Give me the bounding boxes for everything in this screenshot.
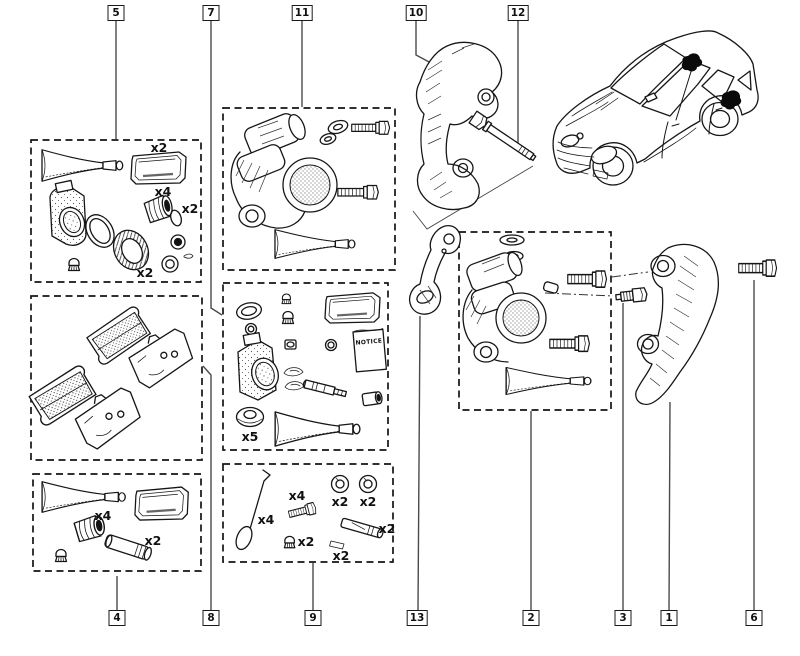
bushing <box>361 391 383 407</box>
handbrake-lever-arm <box>408 225 461 315</box>
sleeve <box>340 517 384 539</box>
qty-label: x4 <box>95 508 112 523</box>
guide-pin-assembly <box>302 379 348 398</box>
kit-box-4 <box>32 473 202 572</box>
caliper-piston <box>49 179 87 246</box>
small-o-ring <box>169 209 183 227</box>
qty-label: x2 <box>332 494 349 509</box>
kit-box-9 <box>222 463 394 563</box>
callout-12[interactable]: 12 <box>507 5 529 21</box>
dust-seal-ring <box>112 229 150 271</box>
qty-label: x2 <box>360 494 377 509</box>
piston-o-ring <box>85 214 115 248</box>
washer <box>235 406 265 428</box>
axis-line-caliper-to-bracket <box>611 271 649 278</box>
grease-trumpet <box>274 228 356 260</box>
rear-brake-location-marker <box>681 53 703 72</box>
qty-label: x2 <box>298 534 315 549</box>
seal-ring <box>358 474 378 494</box>
bleed-screw-cap <box>67 257 81 272</box>
guide-pin-sleeve <box>104 534 152 561</box>
qty-label: x2 <box>145 533 162 548</box>
car-illustration <box>552 30 759 186</box>
seal-ring <box>330 474 350 494</box>
small-bolt <box>287 501 318 521</box>
qty-label: x2 <box>333 548 350 563</box>
callout-11[interactable]: 11 <box>291 5 313 21</box>
guide-bolt-long <box>468 110 537 162</box>
callout-4[interactable]: 4 <box>108 610 126 626</box>
kit-box-5 <box>30 139 202 283</box>
caliper-bracket-lower <box>635 243 720 406</box>
grease-sachet <box>129 150 188 186</box>
kit-box-11 <box>222 107 396 271</box>
qty-label: x2 <box>151 140 168 155</box>
bleed-cap <box>281 310 295 325</box>
caliper-bolt <box>337 184 379 200</box>
caliper-piston-body <box>237 332 279 401</box>
qty-label: x2 <box>379 521 396 536</box>
qty-label: x2 <box>182 201 199 216</box>
callout-6[interactable]: 6 <box>745 610 763 626</box>
caliper-assembly <box>230 113 338 229</box>
callout-5[interactable]: 5 <box>107 5 125 21</box>
clip <box>329 540 345 550</box>
qty-label: x2 <box>137 265 154 280</box>
axis-line-caliper-to-bleed-screw <box>544 292 614 297</box>
grease-trumpet <box>41 149 124 182</box>
caliper-bracket-upper <box>415 41 503 211</box>
callout-9[interactable]: 9 <box>304 610 322 626</box>
qty-label: x4 <box>289 488 306 503</box>
brake-pad-friction <box>28 365 97 426</box>
qty-label: x4 <box>258 512 275 527</box>
grease-sachet <box>323 291 382 325</box>
bracket-bolt <box>737 259 778 277</box>
callout-lead-lines <box>115 21 755 611</box>
square-nut <box>284 339 297 350</box>
caliper-bolt <box>351 120 391 135</box>
grommet <box>283 535 296 549</box>
kit-box-7 <box>222 282 389 451</box>
bleed-cap <box>281 293 292 305</box>
grease-trumpet <box>41 481 126 513</box>
grease-trumpet <box>274 411 361 447</box>
callout-7[interactable]: 7 <box>202 5 220 21</box>
retaining-clip <box>183 253 194 259</box>
oval-seal <box>236 302 262 320</box>
notice-label: NOTICE <box>355 337 382 346</box>
callout-1[interactable]: 1 <box>660 610 678 626</box>
grease-sachet <box>133 485 190 522</box>
qty-label: x5 <box>242 429 259 444</box>
caliper-washer <box>319 119 349 146</box>
brake-pad-backplate <box>128 328 194 389</box>
notice-booklet: NOTICE <box>352 328 388 373</box>
qty-label: x4 <box>155 184 172 199</box>
kit-box-2 <box>458 231 612 411</box>
pad-retaining-pin <box>235 469 271 551</box>
brake-pad-backplate <box>74 387 141 450</box>
bleed-screw <box>615 287 648 303</box>
grease-trumpet <box>505 366 592 396</box>
callout-10[interactable]: 10 <box>405 5 427 21</box>
seal-washer <box>161 255 179 273</box>
callout-2[interactable]: 2 <box>522 610 540 626</box>
caliper-bolt <box>549 335 591 353</box>
spring-clips <box>283 367 305 391</box>
kit-box-pads-8 <box>30 295 203 461</box>
seal-washer <box>170 234 186 250</box>
caliper-bolt <box>566 270 608 288</box>
callout-13[interactable]: 13 <box>406 610 428 626</box>
rear-brake-location-marker <box>720 90 742 110</box>
small-ring <box>324 338 338 352</box>
callout-3[interactable]: 3 <box>614 610 632 626</box>
callout-8[interactable]: 8 <box>202 610 220 626</box>
caliper-assembly <box>462 251 559 363</box>
bleed-screw-cap <box>54 548 68 563</box>
exploded-view-relation-line <box>412 165 534 230</box>
brake-pad-friction <box>86 306 152 365</box>
